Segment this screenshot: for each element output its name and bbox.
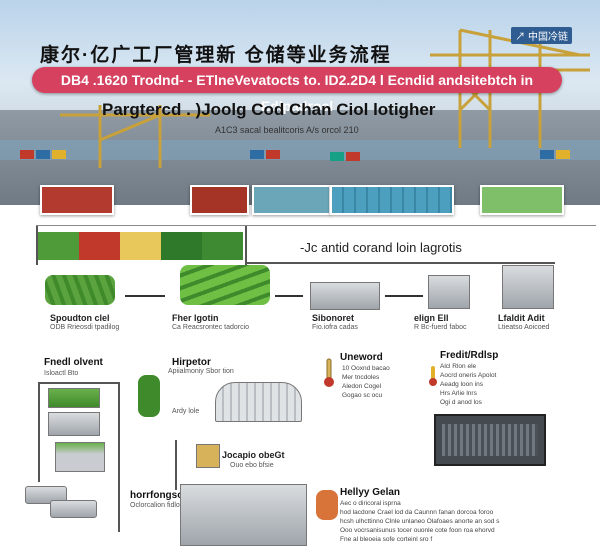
text-line: hod lacdone Crael lod da Caunnn fanan do…	[340, 509, 494, 516]
container	[250, 150, 264, 159]
text-line: Ogi d anod los	[440, 399, 482, 406]
truck-icon	[40, 185, 114, 215]
bottom-left-sub: Oclorcalion fidlotrio	[130, 502, 190, 509]
vegetable-icon	[120, 232, 161, 260]
text-line: Hrs Arlie lnrs	[440, 390, 477, 397]
mid-flow-item1: Ardy lole	[172, 408, 200, 415]
water-band	[0, 140, 600, 160]
mid-flow-item2-sub: Ouo ebo bfsie	[230, 462, 274, 469]
header-cjk-title: 康尔·亿广工厂管理新 仓储等业务流程	[40, 45, 392, 66]
stage-sub: Fio.iofra cadas	[312, 324, 358, 331]
vegetable-icon	[316, 490, 338, 520]
container	[266, 150, 280, 159]
flow-line	[38, 382, 118, 384]
refrigerator-icon	[48, 388, 100, 408]
truck-icon	[252, 185, 331, 215]
container	[346, 152, 360, 161]
flow-line	[118, 382, 120, 532]
container	[52, 150, 66, 159]
refrigerator-icon	[502, 265, 554, 309]
truck-icon	[330, 185, 454, 215]
crane-icon	[60, 105, 210, 168]
stage-title: Sibonoret	[312, 313, 354, 323]
container	[36, 150, 50, 159]
title-banner: DB4 .1620 Trodnd- - ETlneVevatocts to. I…	[32, 67, 562, 114]
arrow-icon	[125, 295, 165, 297]
refrigerator-icon	[428, 275, 470, 309]
text-line: Aocrd oneris Apolot	[440, 372, 497, 379]
container	[330, 152, 344, 161]
panel-stripes	[442, 424, 538, 456]
stage-sub: Ca Reacsrontec tadorcio	[172, 324, 250, 331]
text-line: 10 Ooxnd bacao	[342, 365, 390, 372]
text-line: Alcl Rlon ele	[440, 363, 477, 370]
left-flow-sub: Isloactl Bto	[44, 370, 79, 377]
vegetable-icon	[79, 232, 120, 260]
bottom-right-title: Hellyy Gelan	[340, 487, 401, 498]
arrow-icon	[275, 295, 303, 297]
text-line: hcsh ulhcttinno Clnle unlaneo Olafoaes a…	[340, 518, 500, 525]
stage-title: elign Ell	[414, 313, 449, 323]
uneword-title: Uneword	[340, 352, 383, 363]
stage-sub: Ltieatso Aoicoed	[498, 324, 550, 331]
produce-band	[38, 232, 243, 260]
text-line: Fne al bleoeia sofe corteinl sro f	[340, 536, 433, 543]
corner-tag: ↗ 中国冷链	[511, 27, 572, 44]
container	[556, 150, 570, 159]
bottom-left-title: horrfongsct	[130, 490, 187, 501]
frame-line	[245, 262, 555, 264]
mid-flow-title: Hirpetor	[172, 357, 211, 368]
truck-icon	[480, 185, 564, 215]
refrigerator-icon	[196, 444, 220, 468]
midline-label: -Jc antid corand loin lagrotis	[300, 240, 462, 255]
stage-title: Fher lgotin	[172, 313, 219, 323]
truck-icon	[25, 486, 67, 504]
frame-line	[245, 225, 247, 265]
text-line: Aec o diricoral isprna	[340, 500, 401, 507]
text-line: Aeadg loon ins	[440, 381, 484, 388]
greenhouse-icon	[215, 382, 302, 422]
subtitle: Pargtercd . )Joolg Cod Chan Ciol lotighe…	[102, 100, 436, 119]
vegetable-icon	[138, 375, 160, 417]
solar-panel-icon	[434, 414, 546, 466]
vegetable-icon	[180, 265, 270, 305]
vegetable-icon	[161, 232, 202, 260]
mid-flow-sub: Apiialmoniy Sbor tion	[168, 368, 234, 375]
frame-line	[36, 225, 596, 226]
refrigerator-icon	[55, 442, 105, 472]
mid-flow-item2: Jocapio obeGt	[222, 450, 285, 460]
text-line: Mer tncdoles	[342, 374, 380, 381]
subtitle-note: A1C3 sacal bealitcoris A/s orcol 210	[215, 125, 359, 135]
text-line: Gogao sc ocu	[342, 392, 383, 399]
container	[540, 150, 554, 159]
text-line: Aledon Cogel	[342, 383, 382, 390]
left-flow-title: Fnedl olvent	[44, 357, 103, 368]
refrigerator-icon	[180, 484, 307, 546]
vegetable-icon	[45, 275, 115, 305]
truck-icon	[50, 500, 97, 518]
right-panel-title: Fredit/Rdlsp	[440, 350, 499, 361]
frame-line	[36, 225, 38, 265]
thermometer-icon	[429, 366, 437, 386]
truck-band	[30, 185, 600, 221]
stage-title: Spoudton clel	[50, 313, 110, 323]
stage-sub: R Bc-fuerd faboc	[414, 324, 467, 331]
refrigerator-icon	[48, 412, 100, 436]
vegetable-icon	[202, 232, 243, 260]
truck-icon	[190, 185, 249, 215]
vegetable-icon	[38, 232, 79, 260]
container	[20, 150, 34, 159]
flow-line	[38, 382, 40, 482]
flow-line	[175, 440, 177, 490]
refrigerator-icon	[310, 282, 380, 310]
arrow-icon	[385, 295, 423, 297]
thermometer-icon	[324, 358, 334, 387]
text-line: Ooo vocrsanisunus tocer ouonle cote foon…	[340, 527, 495, 534]
stage-sub: ODB Rrieosdi tpadilog	[50, 324, 120, 331]
bottom-right-lines: Aec o diricoral isprna hod lacdone Crael …	[340, 499, 499, 544]
stage-title: Lfaldit Adit	[498, 313, 545, 323]
